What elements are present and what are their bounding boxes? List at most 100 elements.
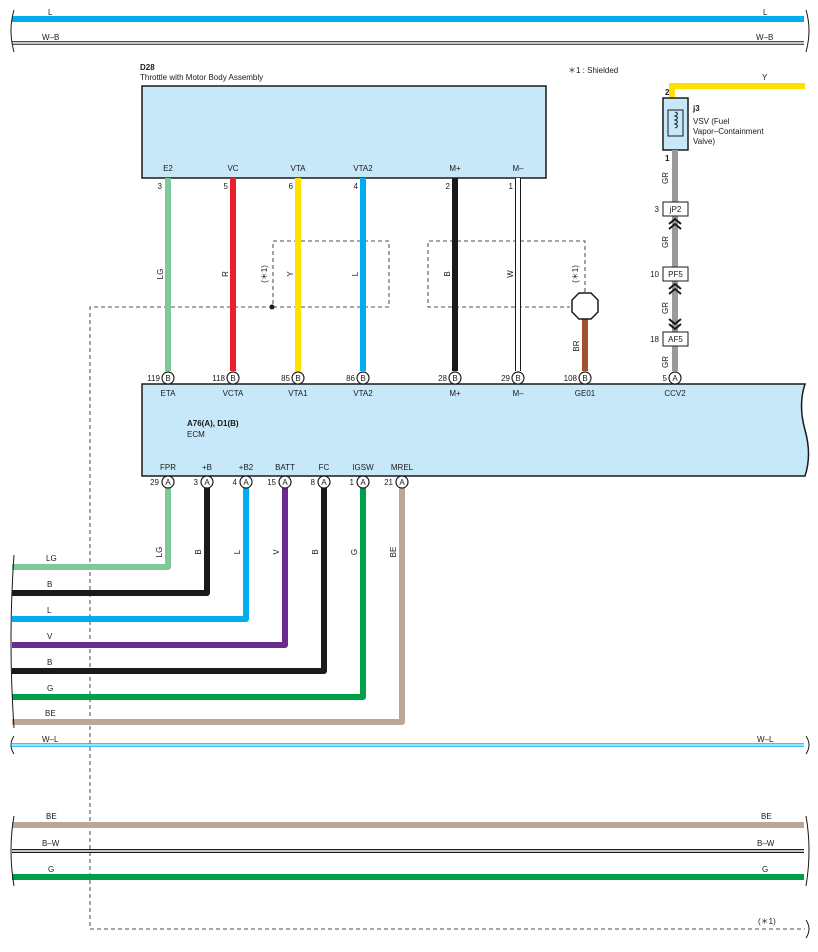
ecm-pin-plusb2: A	[239, 475, 253, 489]
ecm-pin-conn: B	[515, 374, 520, 383]
wire-color-label: BR	[572, 340, 581, 351]
ecm-pin-number: 5	[663, 374, 668, 383]
ecm-pin-number: 15	[267, 478, 276, 487]
ecm-pin-label: +B2	[239, 463, 254, 472]
connector-pin: 10	[650, 270, 659, 279]
throttle-pin-number: 6	[289, 182, 294, 191]
wire-b-fc	[12, 488, 327, 674]
break-mark	[10, 735, 15, 755]
ecm-pin-ge01: B	[578, 371, 592, 385]
connector-name: AF5	[668, 335, 683, 344]
ecm-pin-number: 8	[311, 478, 316, 487]
wire-be-mrel	[12, 488, 405, 725]
break-mark-right	[805, 9, 810, 53]
wire-color-label: B	[311, 549, 320, 554]
wire-label-l-right: L	[763, 8, 768, 17]
connector-name: PF5	[668, 270, 683, 279]
left-wire-labels: LG B L V B G BE	[45, 554, 57, 718]
ecm-pin-conn: A	[321, 478, 327, 487]
ecm-pin-label: FC	[319, 463, 330, 472]
wire-color-label: GR	[661, 302, 670, 314]
wire-color-label: LG	[155, 547, 164, 558]
wire-color-label: V	[272, 549, 281, 555]
ecm-pin-conn: A	[360, 478, 366, 487]
ecm-pin-conn: B	[230, 374, 235, 383]
connector-name: jP2	[669, 205, 682, 214]
ecm-pin-number: 1	[350, 478, 355, 487]
break-mark-left	[10, 9, 15, 53]
vsv-coil-icon	[667, 109, 684, 137]
ecm-pin-number: 3	[194, 478, 199, 487]
wire-y-vsv	[669, 83, 805, 98]
ecm-pin-vcta: B	[226, 371, 240, 385]
throttle-pin-label: M+	[449, 164, 461, 173]
shield-junction-dot	[269, 304, 275, 310]
throttle-pin-number: 4	[354, 182, 359, 191]
wire-label-bus-right: W–L	[757, 735, 774, 744]
break-mark	[805, 919, 810, 939]
ecm-pin-number: 29	[501, 374, 510, 383]
wire-label-left: G	[47, 684, 53, 693]
ecm-pin-mplus: B	[448, 371, 462, 385]
ecm-pin-conn: B	[295, 374, 300, 383]
wire-color-label: L	[351, 271, 360, 276]
top-bus: L L W–B W–B	[10, 8, 810, 53]
ecm-pin-mminus: B	[511, 371, 525, 385]
break-mark	[805, 735, 810, 755]
ecm-pin-fc: A	[317, 475, 331, 489]
throttle-body-component: D28 Throttle with Motor Body Assembly E2…	[140, 63, 547, 191]
connector-chevron	[668, 318, 682, 331]
ecm-pin-conn: A	[399, 478, 405, 487]
vsv-code: j3	[692, 104, 700, 113]
ecm-pin-number: 118	[212, 374, 225, 383]
wire-label-wb-right: W–B	[756, 33, 773, 42]
ecm-pin-number: 108	[564, 374, 578, 383]
ecm-pin-number: 28	[438, 374, 447, 383]
wire-label-y-vsv: Y	[762, 73, 768, 82]
wire-color-label: GR	[661, 172, 670, 184]
vsv-coil-loops	[673, 111, 678, 129]
wire-color-label: L	[233, 549, 242, 554]
wire-label-bus-right: BE	[761, 812, 772, 821]
throttle-pin-number: 5	[224, 182, 229, 191]
ecm-pin-conn: B	[452, 374, 457, 383]
wire-color-label: GR	[661, 356, 670, 368]
connector-box-jp2	[662, 201, 689, 217]
ecm-pin-label: BATT	[275, 463, 295, 472]
throttle-wires: LG R Y L B W BR (＊1) (＊1)	[156, 178, 599, 371]
wire-color-label: LG	[156, 269, 165, 280]
ground-octagon	[571, 292, 599, 320]
ecm-pin-vta2: B	[356, 371, 370, 385]
ecm-bottom-wires	[12, 488, 405, 725]
throttle-pin-label: M–	[512, 164, 524, 173]
wire-color-label: B	[194, 549, 203, 554]
ecm-pin-conn: A	[165, 478, 171, 487]
vsv-name: VSV (Fuel	[693, 117, 730, 126]
shield-box-left	[272, 240, 390, 308]
break-mark-left-mid	[10, 554, 15, 729]
wire-color-label: G	[350, 549, 359, 555]
wire-color-label: B	[443, 271, 452, 276]
throttle-pin-number: 1	[509, 182, 514, 191]
ecm-pin-label: VCTA	[223, 389, 244, 398]
ecm-code: A76(A), D1(B)	[187, 419, 239, 428]
ecm-pin-number: 29	[150, 478, 159, 487]
wire-lg-fpr	[12, 488, 171, 570]
ecm-bottom-pins: A A A A A A A 29 3 4 15 8 1 21	[150, 475, 409, 489]
connector-pin: 3	[655, 205, 660, 214]
connector-chevron	[668, 282, 682, 295]
shield-mark: (＊1)	[260, 265, 269, 283]
ecm-pin-ccv2: A	[668, 371, 682, 385]
wire-label-bus-left: W–L	[42, 735, 59, 744]
ecm-pin-label: ETA	[161, 389, 177, 398]
ecm-pin-conn: B	[582, 374, 587, 383]
ecm-component: A76(A), D1(B) ECM ETA VCTA VTA1 VTA2 M+ …	[141, 383, 810, 477]
ecm-pin-fpr: A	[161, 475, 175, 489]
wire-color-label: R	[221, 271, 230, 277]
wire-label-left: V	[47, 632, 53, 641]
wire-label-left: L	[47, 606, 52, 615]
wire-color-label: W	[506, 270, 515, 278]
ecm-pin-mrel: A	[395, 475, 409, 489]
ecm-pin-number: 4	[233, 478, 238, 487]
ecm-pin-label: GE01	[575, 389, 596, 398]
